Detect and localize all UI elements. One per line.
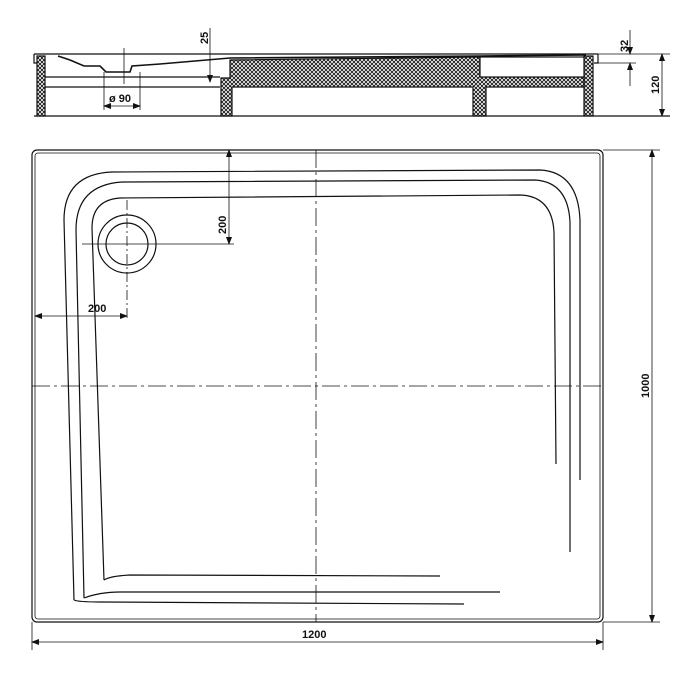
- width-label: 1200: [302, 629, 326, 641]
- middle-channel: [75, 179, 571, 599]
- rim-height-label: 32: [619, 40, 631, 52]
- drain-diameter-label: ø 90: [109, 93, 131, 105]
- outer-channel-bottom: [73, 599, 465, 605]
- outer-channel: [63, 169, 581, 601]
- drain-offset-y-label: 200: [217, 216, 229, 234]
- right-wall-hatch: [583, 55, 594, 117]
- cavity: [479, 56, 585, 78]
- inner-channel: [91, 194, 557, 581]
- depth-label: 1000: [640, 374, 652, 398]
- plan-view: [31, 149, 660, 650]
- drain-offset-x-label: 200: [88, 303, 106, 315]
- inner-channel-bottom: [103, 574, 441, 581]
- middle-channel-bottom: [83, 591, 500, 599]
- drain-depth-label: 25: [199, 32, 211, 44]
- tray-surface: [57, 54, 587, 73]
- section-view: [33, 28, 670, 117]
- left-wall-hatch: [36, 55, 46, 117]
- total-height-label: 120: [650, 76, 662, 94]
